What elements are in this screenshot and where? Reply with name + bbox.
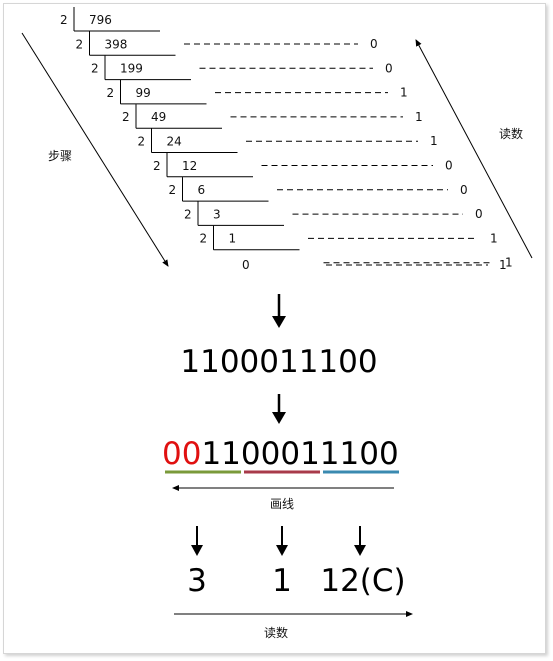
group-down-arrow-1: [191, 526, 203, 556]
binary-value: 1100011100: [180, 344, 377, 380]
remainder-1: 0: [385, 61, 393, 75]
divisor-5: 2: [138, 135, 146, 149]
divisor-9: 2: [200, 232, 208, 246]
remainder-8: 1: [490, 231, 498, 245]
diagram-frame: [3, 3, 546, 654]
divisor-7: 2: [169, 183, 177, 197]
divisor-8: 2: [184, 207, 192, 221]
group-down-arrow-2: [276, 526, 288, 556]
remainder-0: 0: [370, 37, 378, 51]
quotient-3: 99: [136, 86, 151, 100]
remainder-4: 1: [430, 134, 438, 148]
remainder-2: 1: [400, 86, 408, 100]
group-down-arrow-3: [354, 526, 366, 556]
final-remainder: 1: [499, 258, 507, 272]
read-label-top: 读数: [499, 126, 523, 141]
remainder-9: 1: [505, 256, 513, 270]
quotient-1: 398: [105, 37, 128, 51]
quotient-2: 199: [120, 62, 143, 76]
quotient-7: 6: [198, 183, 206, 197]
quotient-5: 24: [167, 135, 182, 149]
divisor-4: 2: [122, 110, 130, 124]
steps-arrow: [21, 32, 169, 267]
remainder-6: 0: [460, 183, 468, 197]
steps-label: 步骤: [48, 149, 72, 163]
divisor-2: 2: [91, 62, 99, 76]
remainder-3: 1: [415, 110, 423, 124]
read-label-bottom: 读数: [264, 625, 288, 640]
divisor-0: 2: [60, 13, 68, 27]
quotient-4: 49: [151, 110, 166, 124]
result-digit-1: 3: [187, 563, 207, 599]
padding-zeros: 00: [162, 436, 201, 472]
padded-binary: 001100011100: [162, 436, 399, 472]
result-digit-3: 12(C): [320, 563, 405, 599]
read-upward-arrow: [415, 39, 533, 259]
final-quotient: 0: [242, 258, 250, 272]
divisor-6: 2: [153, 159, 161, 173]
quotient-8: 3: [213, 207, 221, 221]
remainder-5: 0: [445, 159, 453, 173]
draw-line-label: 画线: [270, 497, 294, 511]
down-arrow-1: [272, 294, 286, 328]
padded-digits: 1100011100: [201, 436, 398, 472]
remainder-7: 0: [475, 207, 483, 221]
divisor-3: 2: [107, 86, 115, 100]
down-arrow-2: [272, 394, 286, 424]
divisor-1: 2: [76, 37, 84, 51]
result-digit-2: 1: [272, 563, 292, 599]
quotient-0: 796: [89, 13, 112, 27]
quotient-9: 1: [229, 232, 237, 246]
quotient-6: 12: [182, 159, 197, 173]
